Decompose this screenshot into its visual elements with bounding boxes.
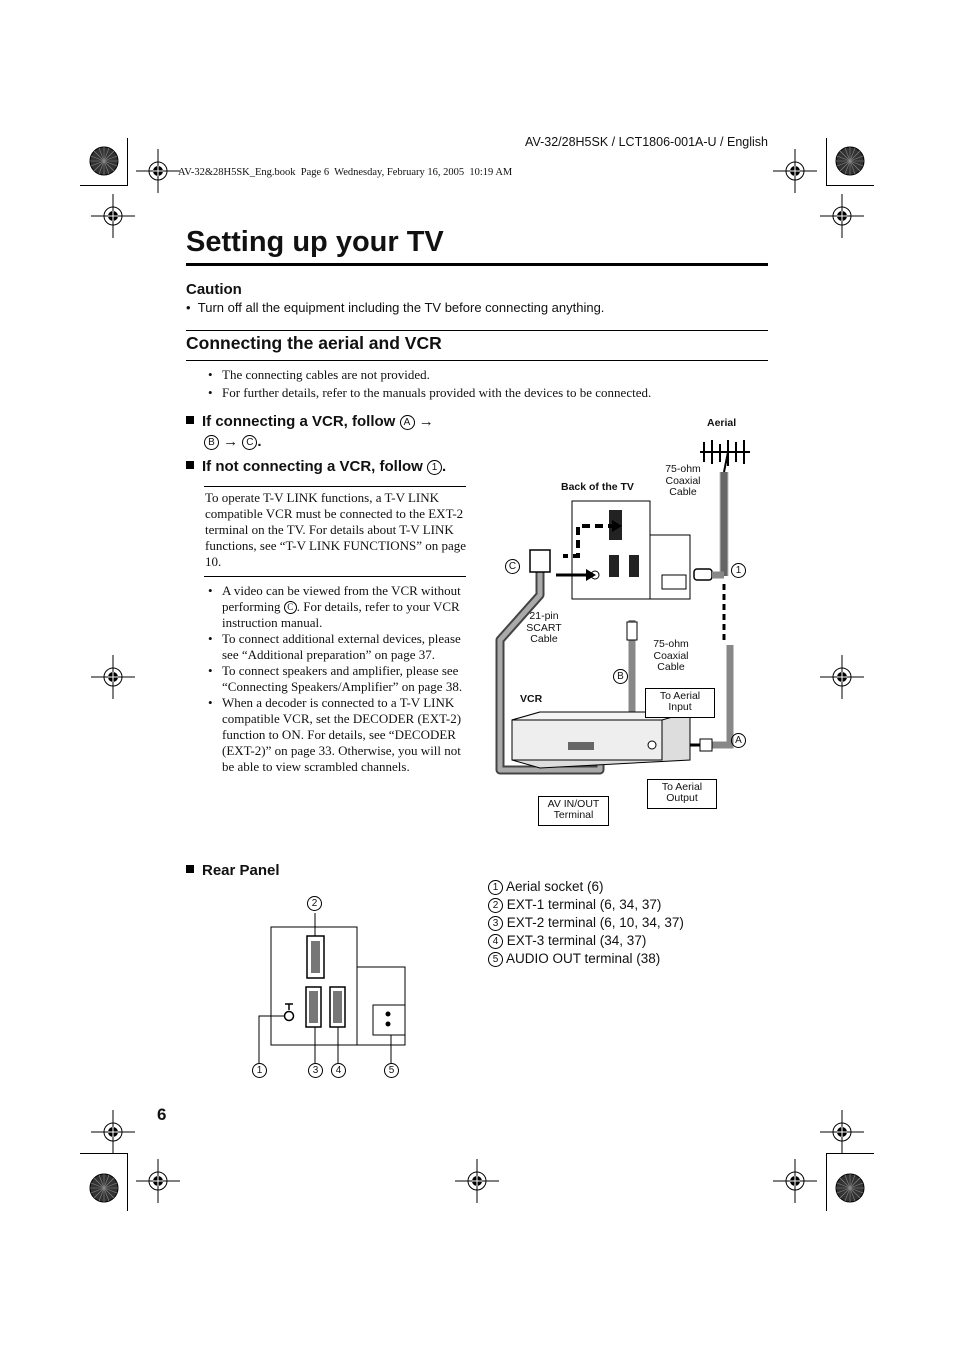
rear-callout-2: 2 xyxy=(307,896,322,911)
aerial-socket xyxy=(283,1010,295,1022)
label-coax-mid: 75-ohm Coaxial Cable xyxy=(653,638,689,673)
legend-num: 5 xyxy=(488,952,503,967)
square-bullet xyxy=(186,865,194,873)
diagram-marker-c: C xyxy=(505,559,520,574)
legend-num: 1 xyxy=(488,880,503,895)
square-bullet xyxy=(186,416,194,424)
tip1-before: A video can be viewed from the VCR witho… xyxy=(222,583,461,614)
label-scart-cable: 21-pin SCART Cable xyxy=(526,610,562,645)
tip-item: A video can be viewed from the VCR witho… xyxy=(205,583,467,631)
tip1-after: . For details, refer to your VCR instruc… xyxy=(222,599,460,630)
audio-out-socket xyxy=(372,1004,406,1036)
aerial-icon xyxy=(700,440,750,473)
square-bullet xyxy=(186,461,194,469)
title-rule xyxy=(186,263,768,266)
tip-item: When a decoder is connected to a T-V LIN… xyxy=(205,695,467,775)
marker-1: 1 xyxy=(427,460,442,475)
arrow: → xyxy=(418,413,434,430)
legend-text: EXT-2 terminal (6, 10, 34, 37) xyxy=(506,915,684,930)
legend-item: 2 EXT-1 terminal (6, 34, 37) xyxy=(488,897,684,915)
label-coax-top: 75-ohm Coaxial Cable xyxy=(665,463,701,498)
caution-heading: Caution xyxy=(186,281,242,298)
caution-text: • Turn off all the equipment including t… xyxy=(186,300,604,315)
section-heading: Connecting the aerial and VCR xyxy=(186,333,442,353)
diagram-marker-a: A xyxy=(731,733,746,748)
marker-c: C xyxy=(242,435,258,450)
legend-item: 4 EXT-3 terminal (34, 37) xyxy=(488,933,684,951)
label-to-aerial-input: To Aerial Input xyxy=(645,688,715,718)
model-reference: AV-32/28H5SK / LCT1806-001A-U / English xyxy=(525,135,768,149)
rear-callout-5: 5 xyxy=(384,1063,399,1078)
caution-bullet: • xyxy=(186,300,198,315)
section-rule-top xyxy=(186,330,768,331)
legend-item: 5 AUDIO OUT terminal (38) xyxy=(488,951,684,969)
label-to-aerial-output: To Aerial Output xyxy=(647,779,717,809)
tips-list: A video can be viewed from the VCR witho… xyxy=(205,583,467,775)
tvlink-rule-bottom xyxy=(204,576,466,577)
label-aerial: Aerial xyxy=(707,417,737,429)
dashed-scart-route xyxy=(563,524,616,558)
section-rule-bottom xyxy=(186,360,768,361)
step-vcr-text: If connecting a VCR, follow xyxy=(202,413,396,430)
label-vcr: VCR xyxy=(520,693,543,705)
rear-panel-heading: Rear Panel xyxy=(186,862,280,879)
coax-aerial-to-vcr xyxy=(708,645,734,749)
label-back-of-tv: Back of the TV xyxy=(561,481,634,493)
legend-text: Aerial socket (6) xyxy=(506,879,604,894)
rear-panel-legend: 1 Aerial socket (6) 2 EXT-1 terminal (6,… xyxy=(488,879,684,969)
step-no-vcr-text: If not connecting a VCR, follow xyxy=(202,458,423,475)
rear-callout-1: 1 xyxy=(252,1063,267,1078)
tvlink-rule-top xyxy=(204,486,466,487)
marker-c: C xyxy=(283,601,297,614)
note-item: The connecting cables are not provided. xyxy=(205,366,765,384)
section-notes: The connecting cables are not provided. … xyxy=(205,366,765,402)
legend-num: 3 xyxy=(488,916,503,931)
arrow: → xyxy=(223,433,239,450)
page-number: 6 xyxy=(157,1105,167,1124)
legend-text: AUDIO OUT terminal (38) xyxy=(506,951,661,966)
book-info: AV-32&28H5SK_Eng.book Page 6 Wednesday, … xyxy=(178,167,513,178)
legend-item: 1 Aerial socket (6) xyxy=(488,879,684,897)
tip-item: To connect additional external devices, … xyxy=(205,631,467,663)
legend-item: 3 EXT-2 terminal (6, 10, 34, 37) xyxy=(488,915,684,933)
marker-b: B xyxy=(204,435,219,450)
page-title: Setting up your TV xyxy=(186,226,444,258)
tv-back-panel xyxy=(571,500,691,600)
tvlink-paragraph: To operate T-V LINK functions, a T-V LIN… xyxy=(205,490,467,569)
rear-panel-heading-text: Rear Panel xyxy=(202,862,280,879)
note-item: For further details, refer to the manual… xyxy=(205,384,765,402)
legend-text: EXT-1 terminal (6, 34, 37) xyxy=(506,897,662,912)
step-no-vcr: If not connecting a VCR, follow 1. xyxy=(186,458,446,475)
diagram-marker-b: B xyxy=(613,669,628,684)
legend-num: 2 xyxy=(488,898,503,913)
legend-num: 4 xyxy=(488,934,503,949)
label-av-in-out: AV IN/OUT Terminal xyxy=(538,796,609,826)
marker-a: A xyxy=(399,415,415,430)
step-vcr: If connecting a VCR, follow A → B → C. xyxy=(186,412,466,452)
tip-item: To connect speakers and amplifier, pleas… xyxy=(205,663,467,695)
rear-callout-3: 3 xyxy=(308,1063,323,1078)
rear-callout-4: 4 xyxy=(331,1063,346,1078)
caution-body: Turn off all the equipment including the… xyxy=(197,300,605,315)
diagram-marker-1: 1 xyxy=(731,563,746,578)
legend-text: EXT-3 terminal (34, 37) xyxy=(506,933,647,948)
